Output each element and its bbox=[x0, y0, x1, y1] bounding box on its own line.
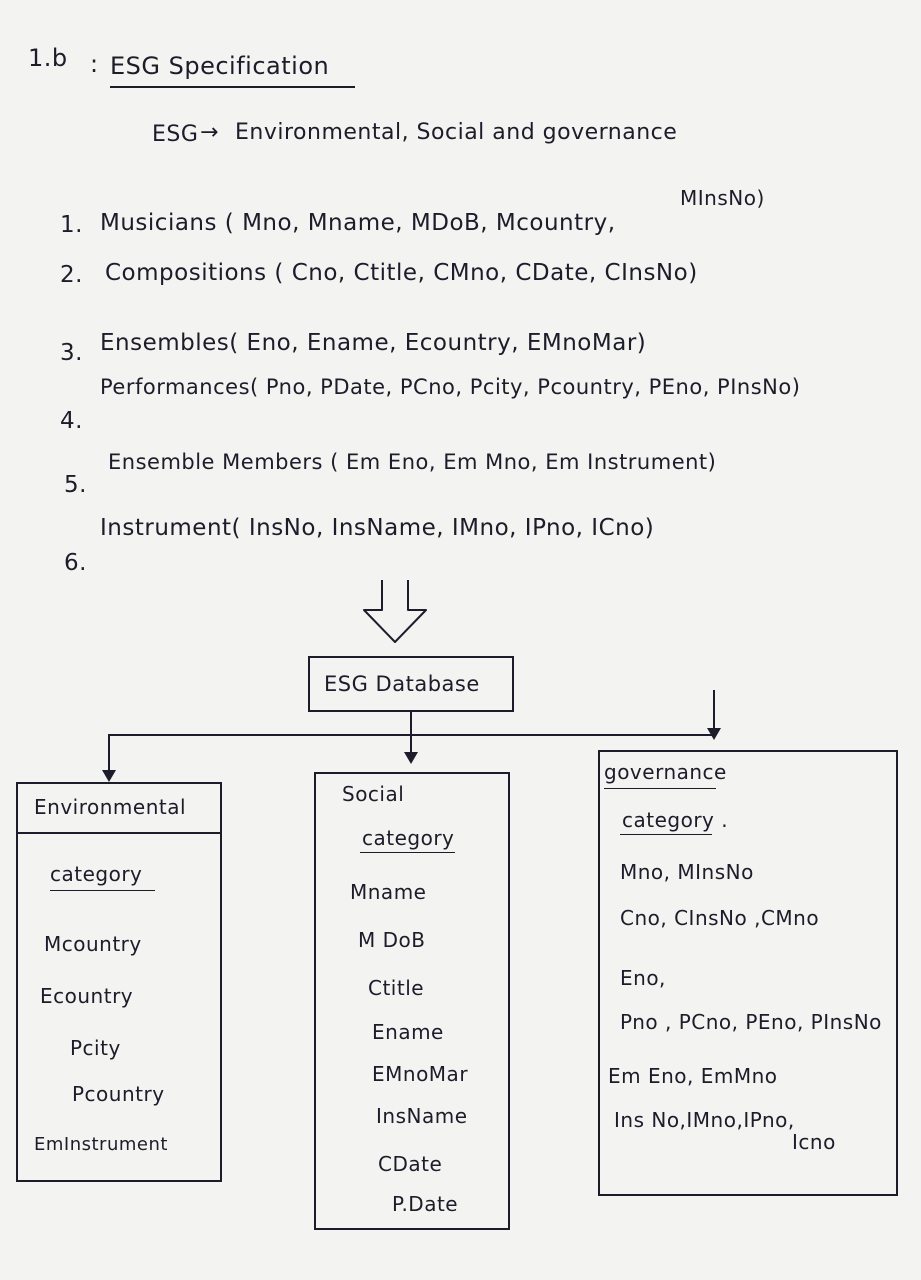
environmental-header-divider bbox=[16, 832, 222, 834]
social-item: Mname bbox=[350, 880, 427, 904]
relation-ensembles: Ensembles( Eno, Ename, Ecountry, EMnoMar… bbox=[100, 330, 647, 356]
environmental-header: Environmental bbox=[34, 795, 187, 819]
arrowhead-governance bbox=[707, 728, 721, 740]
environmental-category-box bbox=[16, 782, 222, 1182]
environmental-subheader-underline bbox=[50, 890, 155, 891]
environmental-item: EmInstrument bbox=[34, 1134, 168, 1155]
root-node-label: ESG Database bbox=[324, 672, 480, 696]
relation-number: 2. bbox=[60, 262, 83, 288]
governance-item: Mno, MInsNo bbox=[620, 860, 754, 884]
environmental-item: Pcountry bbox=[72, 1082, 165, 1106]
environmental-item: Ecountry bbox=[40, 984, 134, 1008]
root-node-box: ESG Database bbox=[308, 656, 514, 712]
social-subheader: category bbox=[362, 826, 455, 850]
governance-header-underline bbox=[604, 788, 716, 789]
relation-number: 3. bbox=[60, 340, 83, 366]
social-item: Ename bbox=[372, 1020, 444, 1044]
relation-performances: Performances( Pno, PDate, PCno, Pcity, P… bbox=[100, 375, 801, 399]
governance-item: Cno, CInsNo ,CMno bbox=[620, 906, 820, 930]
relation-ensemble-members: Ensemble Members ( Em Eno, Em Mno, Em In… bbox=[108, 450, 717, 474]
governance-item: Eno, bbox=[620, 966, 666, 990]
environmental-item: Pcity bbox=[70, 1036, 121, 1060]
expansion-arrow: → bbox=[200, 120, 219, 145]
connector-to-social bbox=[410, 712, 412, 754]
social-item: M DoB bbox=[358, 928, 426, 952]
hollow-down-arrow bbox=[363, 580, 427, 643]
environmental-subheader: category bbox=[50, 862, 143, 886]
social-item: CDate bbox=[378, 1152, 443, 1176]
social-subheader-underline bbox=[360, 852, 455, 853]
relation-number: 1. bbox=[60, 212, 83, 238]
governance-header: governance bbox=[604, 760, 727, 784]
heading-colon: : bbox=[90, 50, 99, 78]
social-header: Social bbox=[342, 782, 405, 806]
heading-title: ESG Specification bbox=[110, 52, 330, 80]
section-number: 1.b bbox=[28, 44, 68, 72]
governance-item: Pno , PCno, PEno, PInsNo bbox=[620, 1010, 882, 1034]
governance-item: Ins No,IMno,IPno, bbox=[614, 1108, 795, 1132]
relation-musicians-tail: MInsNo) bbox=[680, 186, 765, 210]
relation-number: 5. bbox=[64, 472, 87, 498]
relation-instrument: Instrument( InsNo, InsName, IMno, IPno, … bbox=[100, 515, 655, 541]
connector-to-governance bbox=[713, 690, 715, 734]
governance-subheader: category . bbox=[622, 808, 729, 832]
relation-number: 4. bbox=[60, 408, 83, 434]
relation-musicians: Musicians ( Mno, Mname, MDoB, Mcountry, bbox=[100, 210, 616, 236]
relation-number: 6. bbox=[64, 550, 87, 576]
social-item: Ctitle bbox=[368, 976, 425, 1000]
relation-compositions: Compositions ( Cno, Ctitle, CMno, CDate,… bbox=[105, 260, 698, 286]
social-item: EMnoMar bbox=[372, 1062, 469, 1086]
environmental-item: Mcountry bbox=[44, 932, 142, 956]
expansion-abbrev: ESG bbox=[152, 122, 199, 147]
governance-subheader-underline bbox=[620, 834, 712, 835]
heading-underline bbox=[110, 86, 355, 88]
governance-item: Em Eno, EmMno bbox=[608, 1064, 778, 1088]
arrowhead-social bbox=[404, 752, 418, 764]
connector-to-environmental bbox=[108, 734, 110, 772]
social-category-box bbox=[314, 772, 510, 1230]
social-item: InsName bbox=[376, 1104, 468, 1128]
social-item: P.Date bbox=[392, 1192, 459, 1216]
arrowhead-environmental bbox=[102, 770, 116, 782]
governance-category-box bbox=[598, 750, 898, 1196]
expansion-text: Environmental, Social and governance bbox=[235, 120, 678, 145]
governance-item: Icno bbox=[792, 1130, 836, 1154]
